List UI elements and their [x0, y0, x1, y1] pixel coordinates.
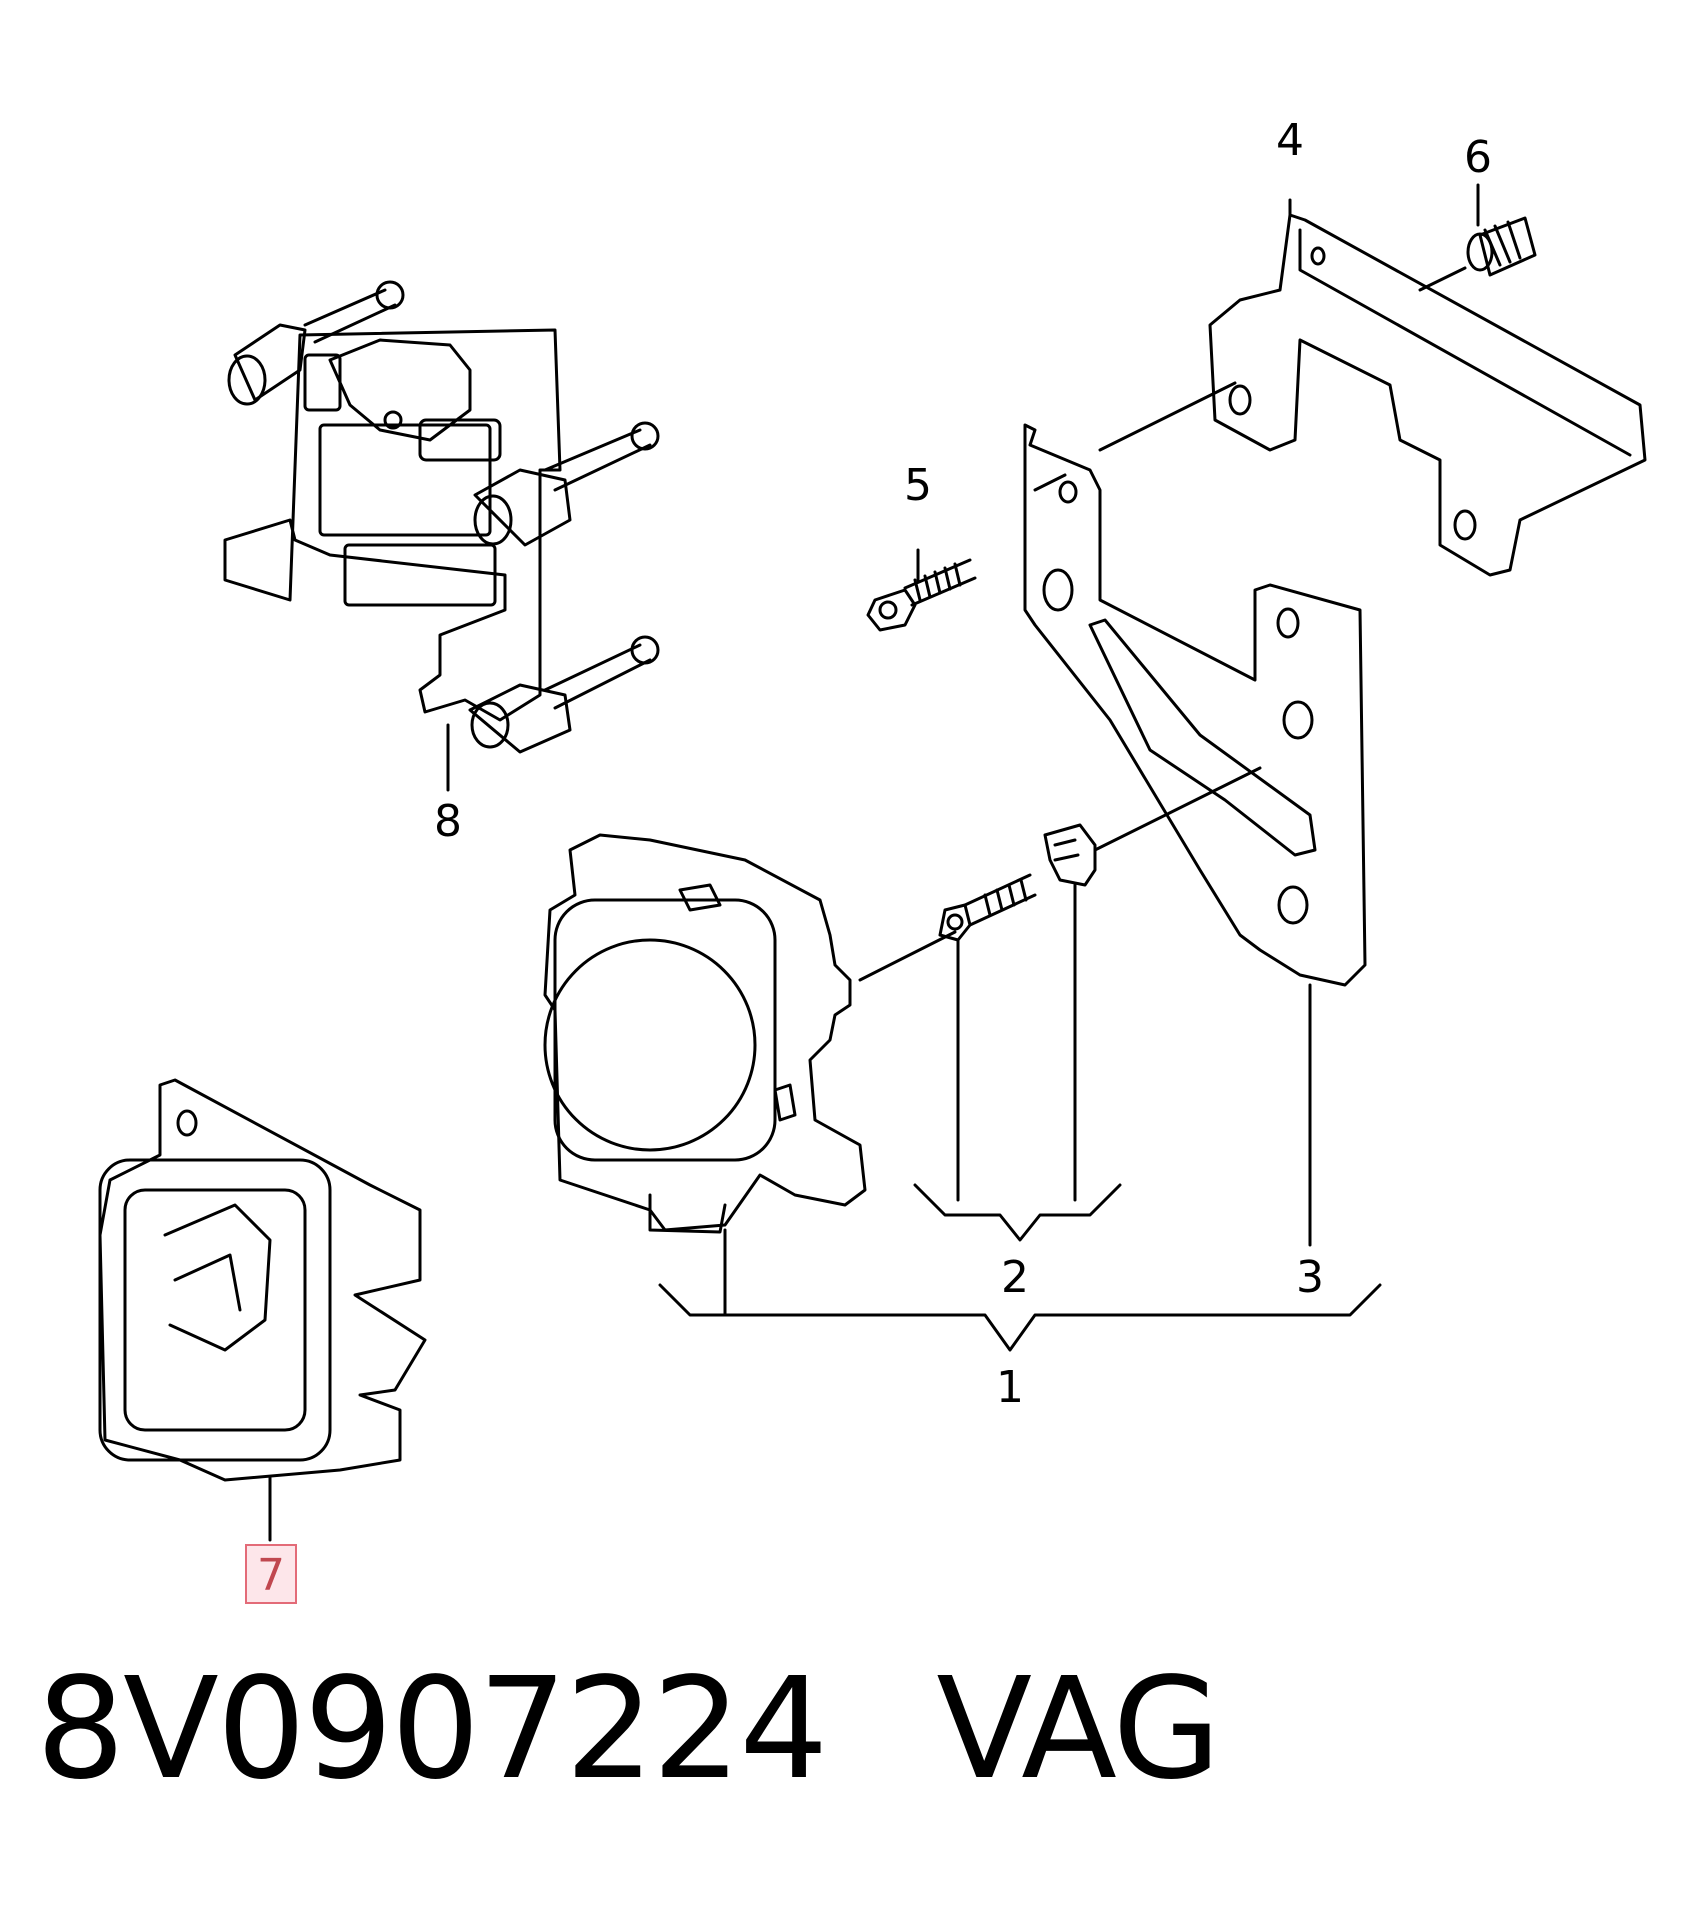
- bracket-plate-part-3: [1023, 423, 1367, 1247]
- callout-8: 8: [434, 796, 462, 847]
- callout-2: 2: [1001, 1252, 1029, 1303]
- callout-1: 1: [996, 1362, 1024, 1413]
- sensor-bracket-part-8: [223, 280, 660, 792]
- mounting-bracket-part-4: [1208, 198, 1647, 577]
- callout-5: 5: [904, 460, 932, 511]
- bolt-part-5: [866, 548, 977, 632]
- bolt-and-clip-part-2: [913, 823, 1122, 1242]
- highlight-box: [245, 1544, 297, 1604]
- sensor-cover-part-7: [98, 1078, 427, 1542]
- callout-4: 4: [1276, 115, 1304, 166]
- radar-sensor-part-1: [543, 381, 1382, 1352]
- part-number: 8V0907224: [36, 1648, 828, 1811]
- callout-3: 3: [1296, 1252, 1324, 1303]
- callout-6: 6: [1464, 132, 1492, 183]
- callout-7: 7: [257, 1550, 285, 1601]
- brand-name: VAG: [936, 1648, 1221, 1811]
- part-caption: 8V0907224 VAG: [36, 1648, 1221, 1811]
- nut-part-6: [1418, 183, 1537, 292]
